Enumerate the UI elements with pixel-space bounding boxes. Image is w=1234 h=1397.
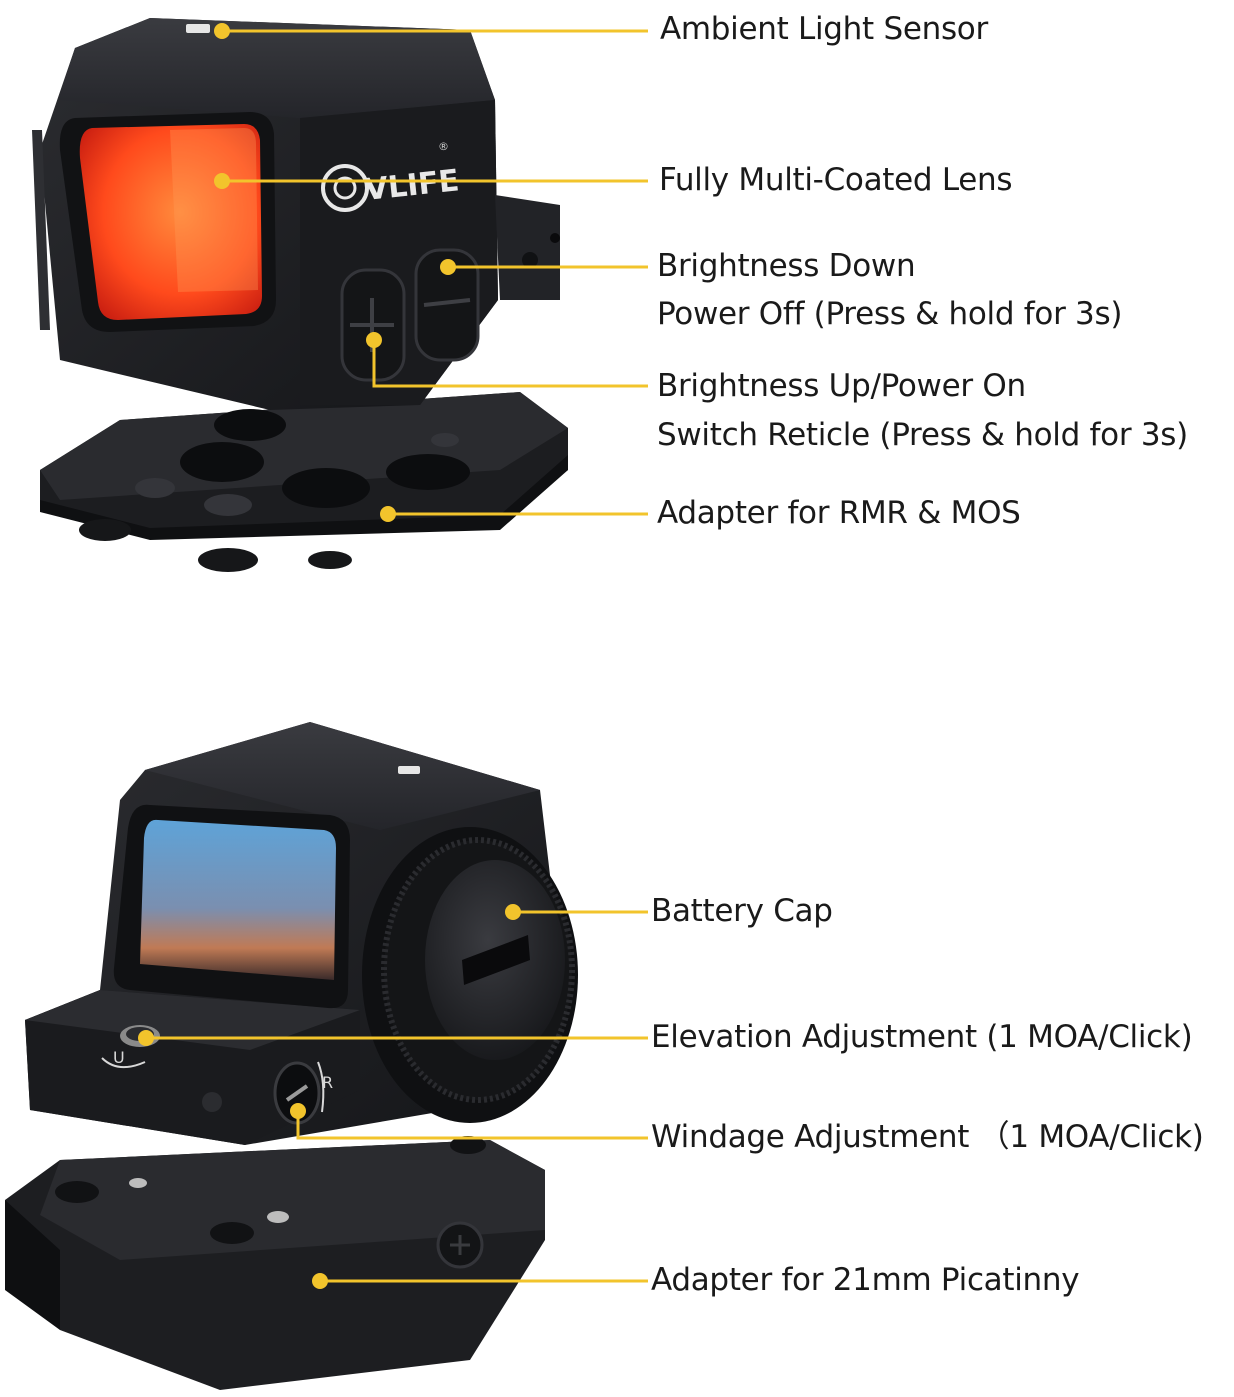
callout-battery-cap xyxy=(505,904,648,920)
brightness-up-button[interactable] xyxy=(340,268,406,382)
registered-mark: ® xyxy=(438,140,449,153)
bottom-sight-body: U R xyxy=(25,722,578,1145)
callout-ambient-light-sensor xyxy=(214,23,648,39)
elevation-up-mark: U xyxy=(113,1048,125,1067)
label-power-off: Power Off (Press & hold for 3s) xyxy=(657,296,1123,332)
label-battery-cap: Battery Cap xyxy=(651,893,833,929)
label-brightness-down: Brightness Down xyxy=(657,248,916,284)
battery-cap[interactable] xyxy=(362,827,578,1123)
callout-elevation xyxy=(138,1030,648,1046)
bottom-sight: U R xyxy=(5,722,578,1390)
windage-right-mark: R xyxy=(322,1073,333,1092)
callout-brightness-up xyxy=(366,332,648,388)
label-elevation: Elevation Adjustment (1 MOA/Click) xyxy=(651,1019,1193,1055)
label-lens: Fully Multi-Coated Lens xyxy=(659,162,1013,198)
brightness-down-button[interactable] xyxy=(414,248,480,362)
callout-lens xyxy=(214,173,648,189)
top-sight-body: VLIFE ® xyxy=(32,18,560,410)
callout-lines xyxy=(138,23,648,1289)
callout-windage xyxy=(290,1103,648,1140)
label-switch-reticle: Switch Reticle (Press & hold for 3s) xyxy=(657,417,1188,453)
ambient-light-sensor xyxy=(186,24,210,33)
picatinny-adapter xyxy=(5,1136,545,1390)
label-ambient-light-sensor: Ambient Light Sensor xyxy=(660,11,988,47)
top-sight: VLIFE ® xyxy=(32,18,568,572)
rmr-adapter-plate xyxy=(40,392,568,572)
label-brightness-up: Brightness Up/Power On xyxy=(657,368,1026,404)
label-adapter-picatinny: Adapter for 21mm Picatinny xyxy=(651,1262,1080,1298)
label-windage: Windage Adjustment （1 MOA/Click) xyxy=(651,1119,1204,1155)
label-adapter-rmr: Adapter for RMR & MOS xyxy=(657,495,1021,531)
callout-adapter-picatinny xyxy=(312,1273,648,1289)
windage-dial[interactable]: R xyxy=(273,1061,333,1125)
rear-sensor xyxy=(398,766,420,774)
callout-brightness-down xyxy=(440,259,648,275)
minus-icon xyxy=(423,298,471,307)
callout-adapter-rmr xyxy=(380,506,648,522)
